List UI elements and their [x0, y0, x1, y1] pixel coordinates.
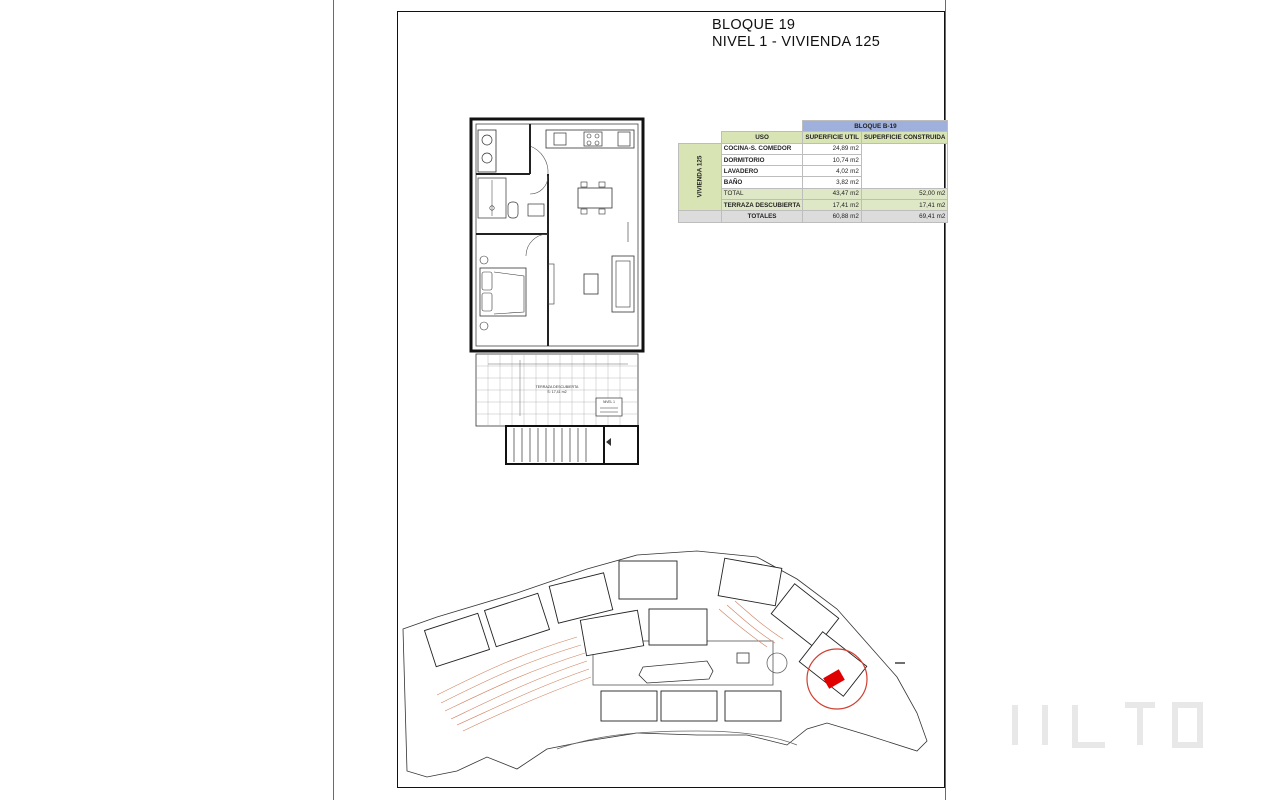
row-uso: BAÑO	[720, 176, 804, 189]
document-sheet	[333, 0, 946, 800]
col-const: SUPERFICIE CONSTRUIDA	[860, 131, 949, 144]
table-row: TOTAL 43,47 m2 52,00 m2	[679, 187, 949, 201]
totals-const: 69,41 m2	[860, 210, 949, 223]
row-const-empty	[860, 142, 949, 189]
table-row: VIVIENDA 125 COCINA-S. COMEDOR 24,89 m2	[678, 142, 949, 212]
drawing-frame	[397, 11, 945, 788]
col-uso: USO	[720, 131, 804, 144]
highlight-circle	[806, 648, 868, 710]
row-util: 10,74 m2	[802, 153, 862, 167]
terrace-area: S: 17,41 m2	[547, 390, 566, 394]
row-util: 3,82 m2	[802, 176, 862, 189]
surface-table: BLOQUE B-19 USO SUPERFICIE UTIL SUPERFIC…	[678, 119, 949, 223]
site-plan	[402, 550, 928, 778]
stair-label: NIVEL 1	[603, 400, 615, 404]
totals-util: 60,88 m2	[802, 210, 862, 223]
row-util: 4,02 m2	[802, 165, 862, 178]
col-util: SUPERFICIE UTIL	[802, 131, 862, 144]
floor-plan: TERRAZA DESCUBIERTA S: 17,41 m2 NIVEL 1	[469, 117, 645, 465]
totals-label: TOTALES	[720, 210, 804, 223]
page-title: BLOQUE 19 NIVEL 1 - VIVIENDA 125	[712, 17, 880, 51]
table-title: BLOQUE B-19	[802, 119, 949, 133]
block-title: BLOQUE 19	[712, 17, 796, 33]
highlighted-unit	[823, 669, 845, 689]
totals-row: TOTALES 60,88 m2 69,41 m2	[678, 210, 949, 223]
terrace-label: TERRAZA DESCUBIERTA	[536, 385, 579, 389]
row-const: 17,41 m2	[860, 199, 949, 212]
row-uso: TOTAL	[720, 187, 804, 201]
row-uso: COCINA-S. COMEDOR	[720, 142, 804, 155]
row-uso: LAVADERO	[720, 165, 804, 178]
unit-title: NIVEL 1 - VIVIENDA 125	[712, 34, 881, 50]
row-uso: TERRAZA DESCUBIERTA	[720, 199, 804, 212]
table-row: DORMITORIO 10,74 m2	[679, 153, 948, 167]
row-util: 43,47 m2	[802, 187, 862, 201]
unit-vertical-label: VIVIENDA 125	[696, 156, 704, 198]
watermark-logo	[1012, 702, 1203, 748]
row-const: 52,00 m2	[860, 187, 949, 201]
row-util: 24,89 m2	[802, 142, 862, 155]
row-util: 17,41 m2	[802, 199, 862, 212]
table-row: TERRAZA DESCUBIERTA 17,41 m2 17,41 m2	[679, 199, 949, 212]
row-uso: DORMITORIO	[720, 153, 804, 167]
table-row: LAVADERO 4,02 m2	[679, 165, 948, 178]
